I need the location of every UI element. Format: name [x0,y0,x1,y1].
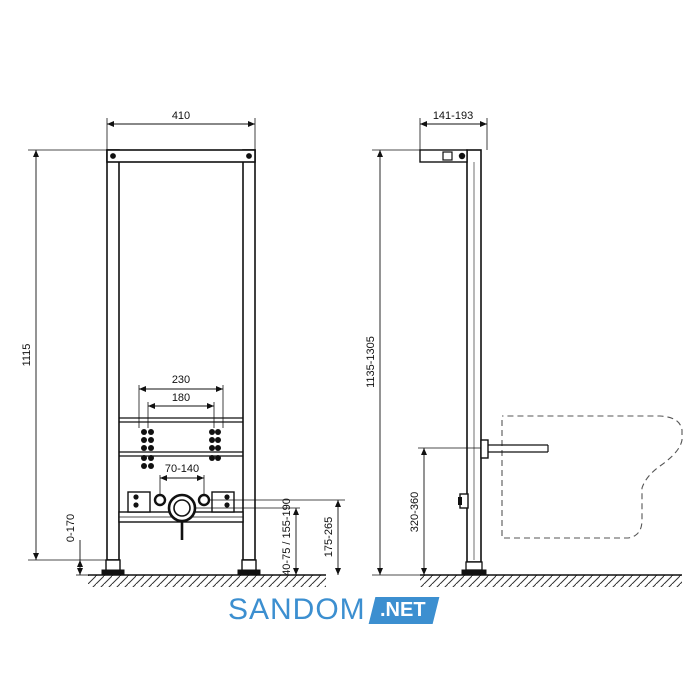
logo-suffix-badge: .NET [368,596,439,624]
label-bracket-outer: 230 [172,374,190,386]
floor-hatch-right [420,575,682,587]
side-connection-block [480,439,489,459]
frame-right-post [242,149,256,561]
left-foot-base [101,569,125,576]
left-supply-bracket [127,491,151,513]
frame-left-post [106,149,120,561]
logo-name: SANDOM [228,593,366,626]
floor-hatch-left [88,575,326,587]
right-foot-base [237,569,261,576]
sandom-logo: SANDOM .NET [228,592,439,628]
top-hole-right [246,153,252,159]
top-hole-left [110,153,116,159]
label-side-height: 1135-1305 [365,336,377,388]
label-pipe-spacing: 70-140 [165,463,199,475]
label-bracket-inner: 180 [172,392,190,404]
label-height: 1115 [21,344,33,367]
side-foot [465,561,483,571]
left-threaded-rods [141,429,154,469]
frame-top-bar [106,149,256,163]
bidet-outline [501,415,683,539]
front-view [28,118,345,587]
label-connection-height: 320-360 [409,492,421,532]
right-supply-fitting [197,493,211,507]
left-supply-fitting [153,493,167,507]
label-depth: 141-193 [433,110,473,122]
label-outlet-height: 40-75 / 155-190 [281,498,293,576]
right-threaded-rods [209,429,221,461]
label-leg-adjust: 0-170 [65,514,77,542]
logo-suffix: .NET [379,598,426,621]
right-supply-bracket [211,491,235,513]
drain-outlet-inner [173,499,191,517]
side-foot-base [461,569,487,576]
label-width: 410 [172,110,190,122]
label-fixing-height: 175-265 [323,517,335,557]
side-top-hole [458,152,466,160]
